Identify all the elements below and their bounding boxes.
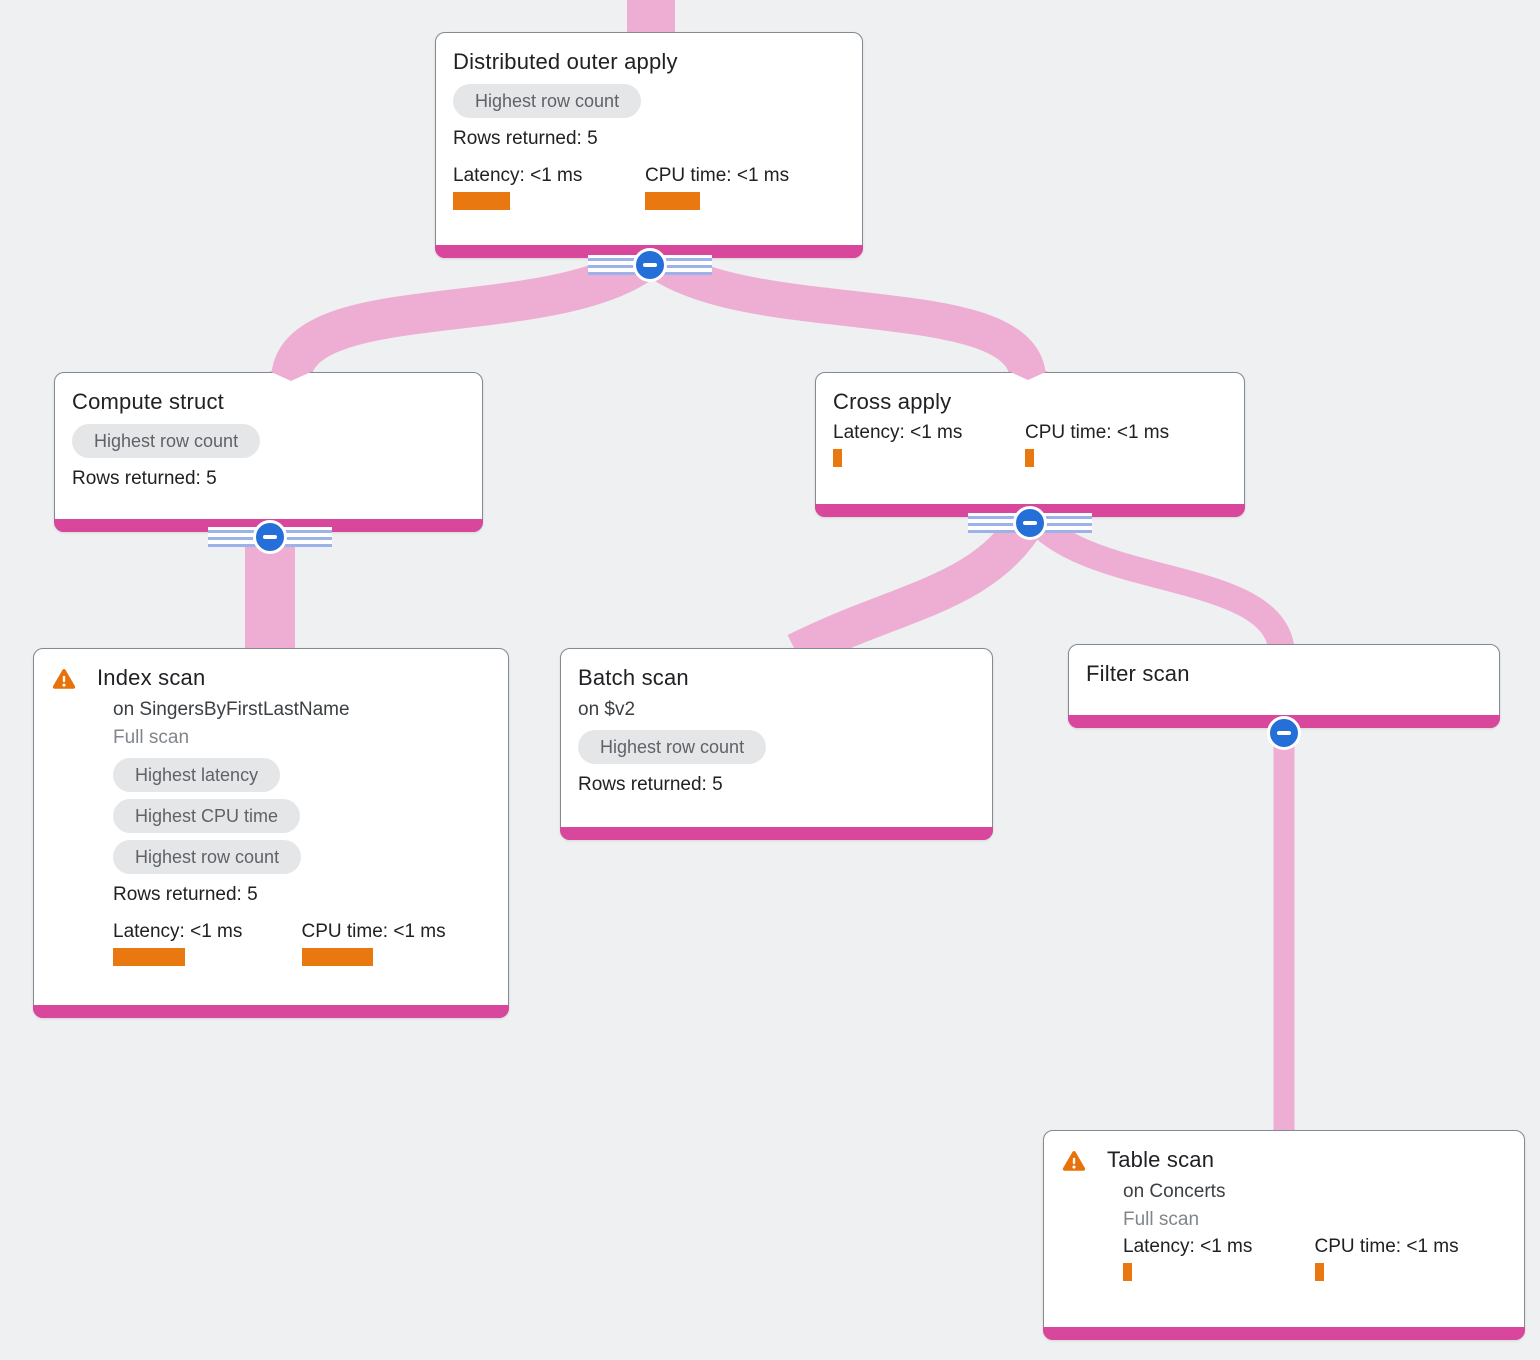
node-target: on $v2 xyxy=(578,699,636,720)
warning-icon xyxy=(1062,1151,1086,1171)
latency-label: Latency: <1 ms xyxy=(833,422,963,443)
collapse-minus-icon[interactable] xyxy=(1013,506,1047,540)
node-title: Batch scan xyxy=(578,665,689,690)
latency-bar xyxy=(113,948,185,966)
scan-type: Full scan xyxy=(113,727,190,748)
highlight-chip: Highest CPU time xyxy=(113,799,301,833)
scan-type: Full scan xyxy=(1123,1209,1200,1230)
node-title: Index scan xyxy=(97,665,206,690)
rows-returned: Rows returned: 5 xyxy=(72,468,217,489)
collapse-minus-icon[interactable] xyxy=(253,520,287,554)
collapse-button-compute-struct[interactable] xyxy=(208,520,332,554)
rows-returned: Rows returned: 5 xyxy=(453,128,598,149)
node-cross-apply[interactable]: Cross apply Latency: <1 ms CPU time: <1 … xyxy=(815,372,1245,517)
warning-icon xyxy=(52,669,76,689)
highlight-chip: Highest latency xyxy=(113,758,281,792)
latency-label: Latency: <1 ms xyxy=(1123,1236,1253,1257)
collapse-button-cross-apply[interactable] xyxy=(968,506,1092,540)
highlight-chip: Highest row count xyxy=(578,730,767,764)
collapse-button-filter-scan[interactable] xyxy=(1222,716,1346,750)
node-accent-bar xyxy=(33,1005,509,1018)
node-target: on SingersByFirstLastName xyxy=(113,699,350,720)
cpu-time-label: CPU time: <1 ms xyxy=(645,165,790,186)
cpu-time-bar xyxy=(1314,1263,1324,1281)
latency-bar xyxy=(453,192,510,210)
cpu-time-label: CPU time: <1 ms xyxy=(301,921,446,942)
node-filter-scan[interactable]: Filter scan xyxy=(1068,644,1500,728)
latency-label: Latency: <1 ms xyxy=(453,165,583,186)
rows-returned: Rows returned: 5 xyxy=(578,774,723,795)
node-batch-scan[interactable]: Batch scan on $v2 Highest row count Rows… xyxy=(560,648,993,840)
node-title: Table scan xyxy=(1107,1147,1215,1172)
highlight-chip: Highest row count xyxy=(453,84,642,118)
node-title: Filter scan xyxy=(1086,661,1190,686)
rows-returned: Rows returned: 5 xyxy=(113,884,258,905)
cpu-time-label: CPU time: <1 ms xyxy=(1025,422,1170,443)
node-accent-bar xyxy=(1043,1327,1525,1340)
node-distributed-outer-apply[interactable]: Distributed outer apply Highest row coun… xyxy=(435,32,863,258)
latency-label: Latency: <1 ms xyxy=(113,921,243,942)
cpu-time-label: CPU time: <1 ms xyxy=(1314,1236,1459,1257)
node-accent-bar xyxy=(560,827,993,840)
collapse-minus-icon[interactable] xyxy=(633,248,667,282)
node-target: on Concerts xyxy=(1123,1181,1226,1202)
node-compute-struct[interactable]: Compute struct Highest row count Rows re… xyxy=(54,372,483,532)
highlight-chip: Highest row count xyxy=(72,424,261,458)
node-title: Distributed outer apply xyxy=(453,49,678,74)
cpu-time-bar xyxy=(301,948,373,966)
node-index-scan[interactable]: Index scan on SingersByFirstLastName Ful… xyxy=(33,648,509,1018)
node-table-scan[interactable]: Table scan on Concerts Full scan Latency… xyxy=(1043,1130,1525,1340)
latency-bar xyxy=(833,449,842,467)
node-title: Cross apply xyxy=(833,389,952,414)
node-title: Compute struct xyxy=(72,389,224,414)
highlight-chip: Highest row count xyxy=(113,840,302,874)
latency-bar xyxy=(1123,1263,1132,1281)
collapse-button-distributed-outer-apply[interactable] xyxy=(588,248,712,282)
cpu-time-bar xyxy=(1025,449,1034,467)
collapse-minus-icon[interactable] xyxy=(1267,716,1301,750)
cpu-time-bar xyxy=(645,192,700,210)
